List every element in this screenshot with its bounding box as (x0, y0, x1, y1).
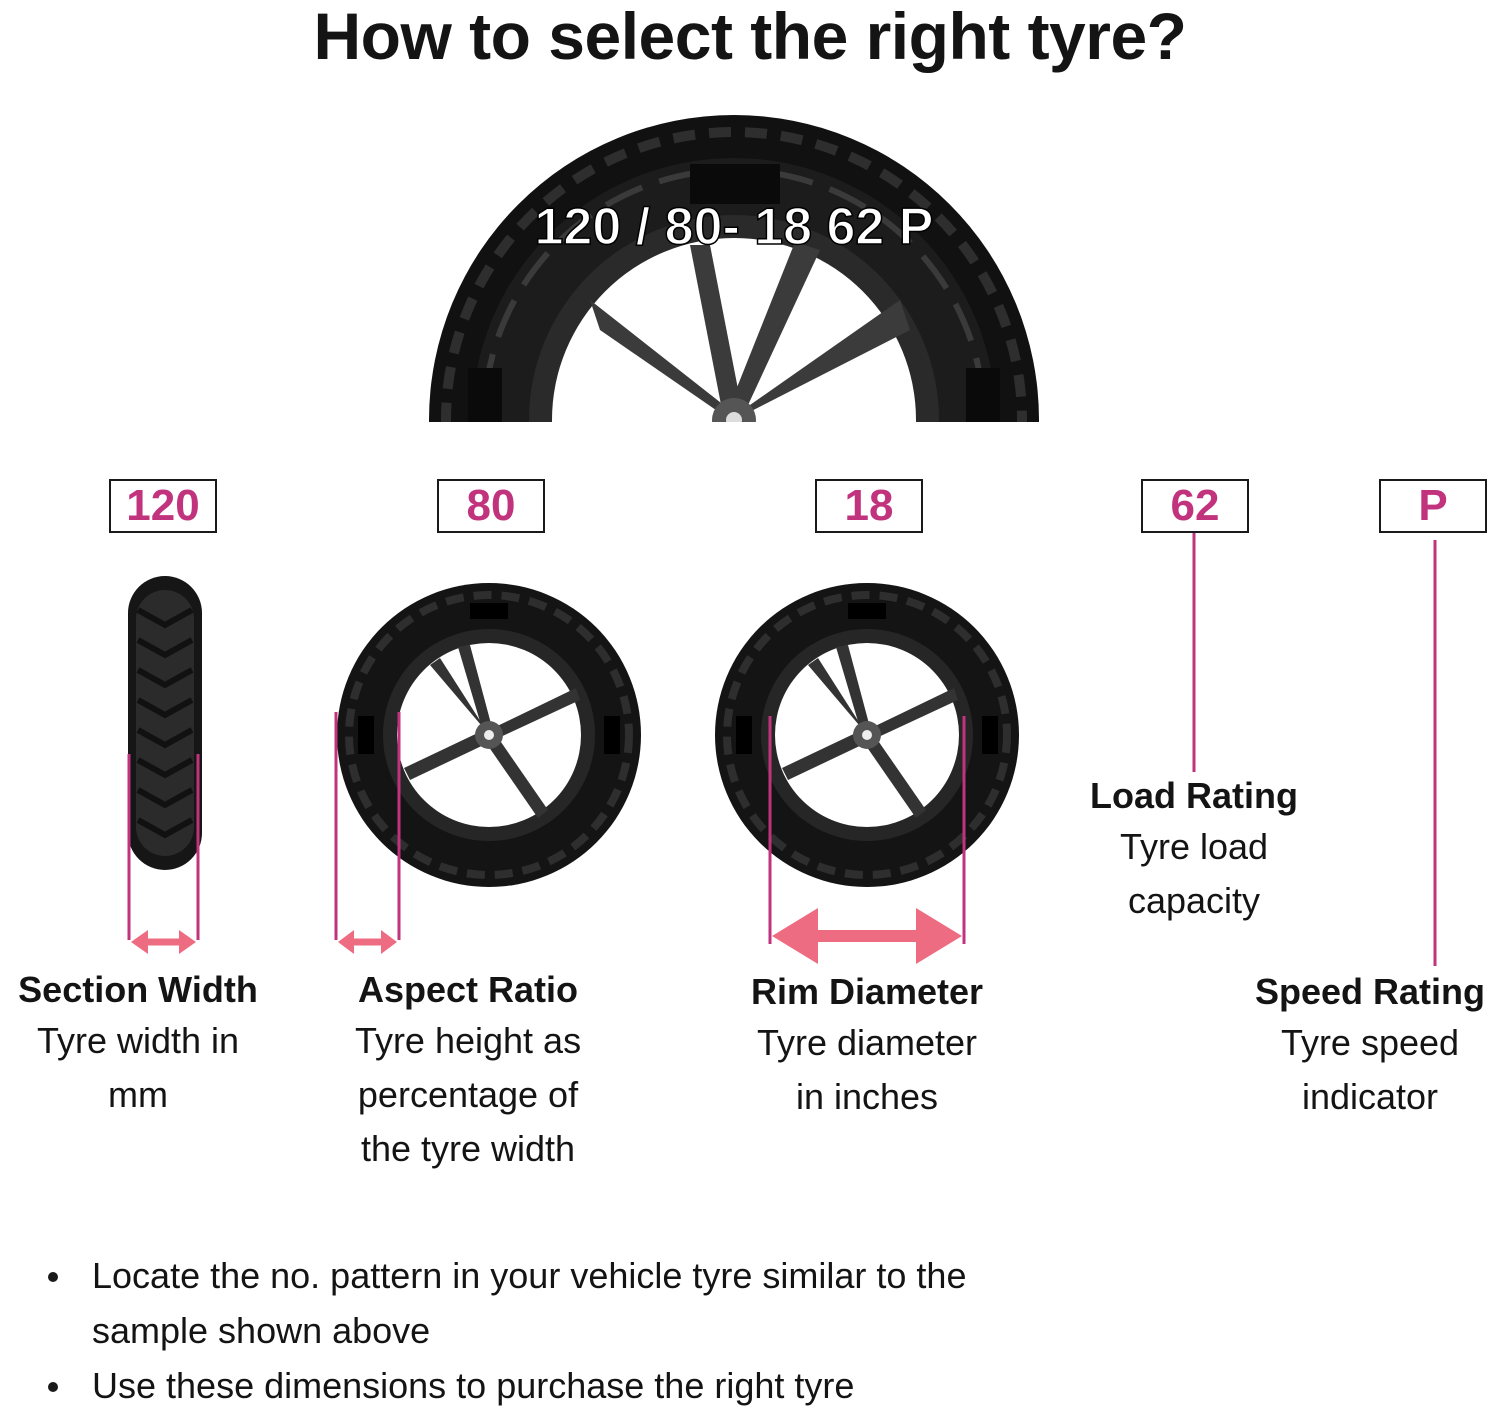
label-desc-line: Tyre diameter (756, 1022, 978, 1063)
instruction-list: Locate the no. pattern in your vehicle t… (44, 1248, 1044, 1413)
label-desc-line: in inches (795, 1076, 939, 1117)
label-desc-line: capacity (1127, 880, 1261, 921)
label-title: Rim Diameter (750, 971, 984, 1012)
top-wheel-image (429, 115, 1039, 422)
label-speed-rating: Speed Rating Tyre speed indicator (1240, 968, 1500, 1124)
code-box-aspect-ratio: 80 (437, 479, 545, 533)
wheel-rim-image (715, 583, 1019, 887)
side-tyre-image (128, 576, 202, 870)
label-desc-line: indicator (1301, 1076, 1439, 1117)
label-title: Aspect Ratio (357, 969, 579, 1010)
tyre-code-text: 120 / 80- 18 62 P (535, 198, 934, 256)
label-title: Load Rating (1090, 775, 1298, 816)
instruction-item: Locate the no. pattern in your vehicle t… (44, 1248, 1044, 1358)
label-desc-line: mm (108, 1074, 168, 1115)
label-desc-line: Tyre height as (354, 1020, 582, 1061)
label-aspect-ratio: Aspect Ratio Tyre height as percentage o… (328, 966, 608, 1176)
label-load-rating: Load Rating Tyre load capacity (1064, 772, 1324, 928)
label-desc-line: the tyre width (360, 1128, 576, 1169)
code-box-rim-diameter: 18 (815, 479, 923, 533)
label-title: Speed Rating (1254, 971, 1486, 1012)
label-title: Section Width (18, 969, 258, 1010)
rim-diameter-marker (768, 716, 966, 964)
wheel-aspect-image (337, 583, 641, 887)
label-desc-line: Tyre width in (36, 1020, 240, 1061)
code-box-speed-rating: P (1379, 479, 1487, 533)
aspect-ratio-marker (334, 712, 401, 954)
code-box-section-width: 120 (109, 479, 217, 533)
label-desc-line: Tyre load (1119, 826, 1269, 867)
code-box-load-rating: 62 (1141, 479, 1249, 533)
section-width-marker (127, 754, 200, 954)
label-desc-line: Tyre speed (1280, 1022, 1460, 1063)
label-section-width: Section Width Tyre width in mm (0, 966, 276, 1122)
instruction-item: Use these dimensions to purchase the rig… (44, 1358, 1044, 1413)
page-title: How to select the right tyre? (313, 0, 1187, 73)
label-desc-line: percentage of (357, 1074, 579, 1115)
label-rim-diameter: Rim Diameter Tyre diameter in inches (727, 968, 1007, 1124)
